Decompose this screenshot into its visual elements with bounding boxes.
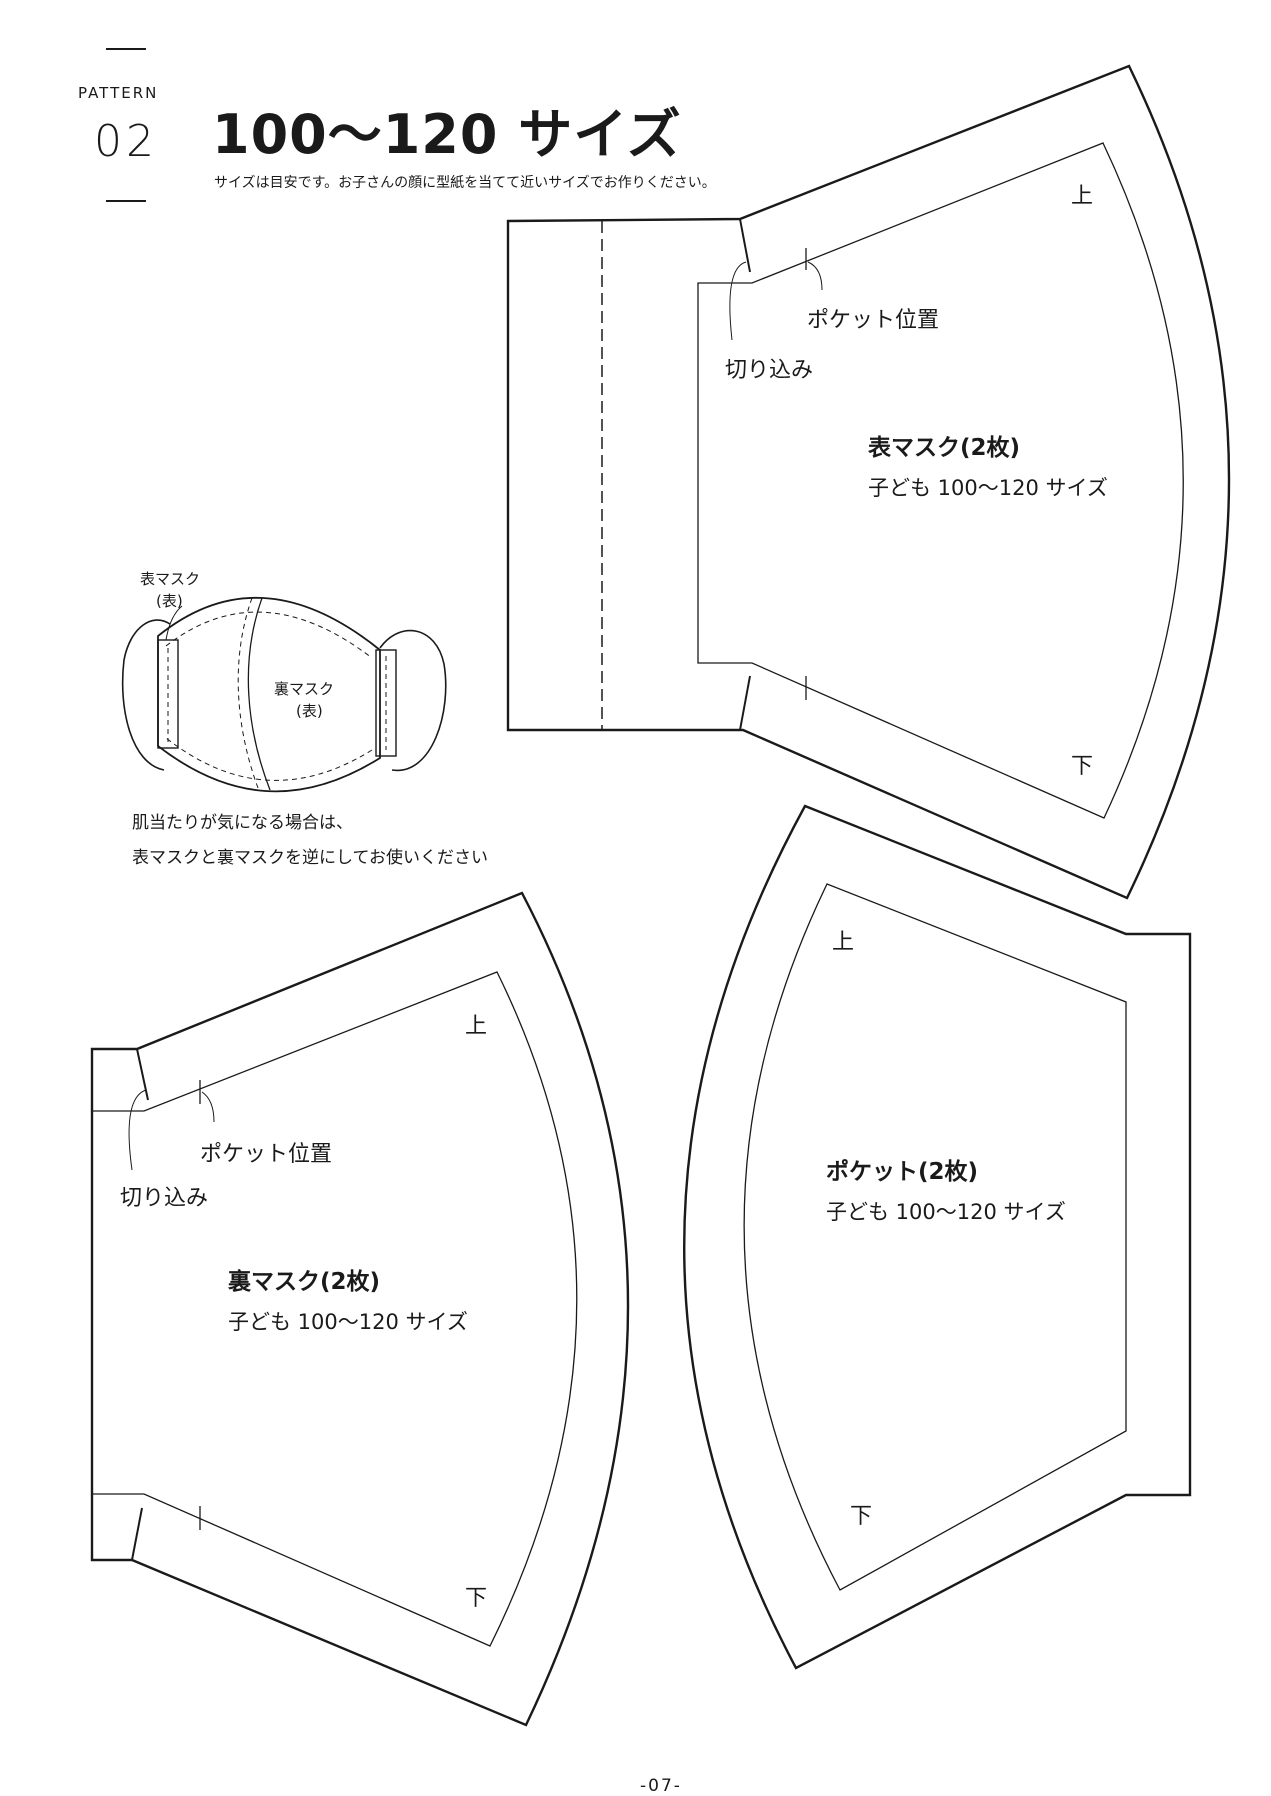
outer-mask-notch-bottom [739,675,751,731]
mask-left-band [157,639,179,749]
illustration-inner-label-line2: (表) [296,702,323,720]
mask-body [157,596,381,793]
pocket-top-mark: 上 [832,930,855,955]
inner-mask-cut-line [90,891,630,1727]
header-rule-top [106,48,146,50]
mask-body-stitch [165,611,373,781]
illustration-outer-label-line1: 表マスク [140,570,201,588]
outer-mask-bottom-mark: 下 [1071,754,1094,779]
page-title: 100〜120 サイズ [212,103,682,166]
page-note: サイズは目安です。お子さんの顔に型紙を当てて近いサイズでお作りください。 [214,175,716,191]
outer-mask-name: 表マスク(2枚) [868,435,1021,461]
outer-mask-notch-label: 切り込み [725,358,814,383]
mask-right-band [375,649,397,757]
outer-mask-pattern [506,64,1231,900]
outer-mask-notch-top [739,218,751,273]
inner-mask-notch-top [136,1048,149,1101]
illustration-inner-label-line1: 裏マスク [274,680,335,698]
inner-mask-size-label: 子ども 100〜120 サイズ [228,1310,468,1334]
page-number: -07- [640,1776,682,1796]
inner-mask-bottom-mark: 下 [465,1586,488,1611]
outer-mask-cut-line [506,64,1231,900]
inner-mask-seam-line [92,971,578,1647]
pattern-number: 02 [94,116,158,167]
inner-mask-notch-leader [128,1089,147,1171]
pattern-label: PATTERN [78,84,159,102]
outer-mask-size-label: 子ども 100〜120 サイズ [868,476,1108,500]
pocket-name: ポケット(2枚) [826,1159,979,1185]
inner-mask-notch-bottom [131,1507,143,1561]
outer-mask-notch-leader [729,261,747,341]
outer-mask-pocket-position-label: ポケット位置 [807,308,940,333]
pocket-size-label: 子ども 100〜120 サイズ [826,1200,1066,1224]
illustration-outer-label-line2: (表) [156,592,183,610]
outer-mask-pointer [165,605,183,641]
inner-mask-name: 裏マスク(2枚) [228,1269,381,1295]
inner-mask-top-mark: 上 [465,1014,488,1039]
inner-mask-pocket-leader [201,1091,215,1123]
left-ear-flap [121,619,171,771]
comfort-note: 肌当たりが気になる場合は、 表マスクと裏マスクを逆にしてお使いください [132,813,488,868]
pocket-cut-line [683,804,1192,1670]
right-ear-flap [379,629,447,771]
inner-mask-pocket-position-label: ポケット位置 [200,1142,333,1167]
pocket-seam-line [743,883,1127,1591]
pocket-pattern [683,804,1192,1670]
mask-center-seam [247,597,271,791]
mask-illustration [121,596,447,793]
outer-mask-pocket-leader [807,261,823,291]
outer-mask-seam-line [697,142,1184,819]
pocket-bottom-mark: 下 [850,1504,873,1529]
inner-mask-pattern [90,891,630,1727]
inner-mask-notch-label: 切り込み [120,1186,209,1211]
header-rule-bottom [106,200,146,202]
outer-mask-top-mark: 上 [1071,184,1094,209]
